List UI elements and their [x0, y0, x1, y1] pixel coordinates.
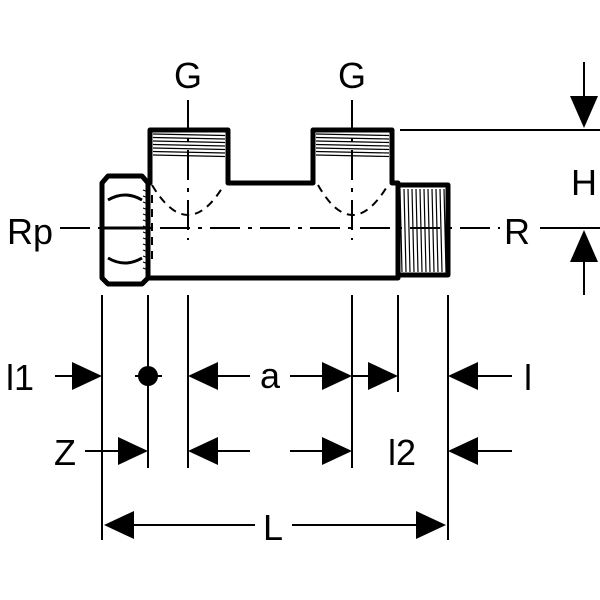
thread-line — [142, 249, 148, 253]
thread-line — [407, 188, 411, 273]
thread-line — [142, 255, 148, 259]
thread-line — [403, 188, 407, 273]
thread-line — [419, 188, 423, 273]
thread-line — [142, 189, 148, 193]
thread-line — [415, 188, 419, 273]
thread-line — [411, 188, 415, 273]
label-l2: l2 — [388, 432, 416, 473]
thread-line — [142, 267, 148, 271]
thread-line — [152, 147, 226, 151]
dimension-row-1 — [55, 362, 512, 390]
label-h: H — [571, 162, 597, 203]
thread-line — [315, 143, 390, 147]
thread-line — [439, 188, 443, 273]
thread-line — [152, 143, 226, 147]
manifold-body — [99, 127, 451, 287]
thread-line — [152, 133, 226, 137]
thread-line — [427, 188, 431, 273]
label-g-left: G — [174, 55, 202, 96]
label-r: R — [504, 211, 530, 252]
thread-line — [423, 188, 427, 273]
label-L: L — [263, 507, 283, 548]
dimension-h — [400, 62, 600, 295]
thread-line — [142, 261, 148, 265]
label-l: l — [524, 357, 532, 398]
thread-line — [142, 207, 148, 211]
extension-lines — [101, 295, 449, 540]
thread-line — [142, 243, 148, 247]
label-a: a — [260, 355, 281, 396]
thread-line — [435, 188, 439, 273]
thread-line — [142, 237, 148, 241]
label-z: Z — [54, 432, 76, 473]
thread-line — [142, 225, 148, 229]
thread-line — [431, 188, 435, 273]
thread-line — [142, 231, 148, 235]
thread-line — [142, 195, 148, 199]
center-point-marker — [138, 366, 158, 386]
label-g-right: G — [338, 55, 366, 96]
thread-line — [142, 201, 148, 205]
thread-line — [315, 147, 390, 151]
dimension-row-2 — [85, 437, 512, 465]
label-rp: Rp — [7, 211, 53, 252]
thread-line — [315, 133, 390, 137]
dimension-row-3 — [104, 511, 446, 539]
thread-line — [443, 188, 447, 273]
center-lines — [60, 100, 500, 240]
thread-line — [399, 188, 403, 273]
label-l1: l1 — [6, 357, 34, 398]
thread-line — [142, 213, 148, 217]
thread-line — [142, 219, 148, 223]
